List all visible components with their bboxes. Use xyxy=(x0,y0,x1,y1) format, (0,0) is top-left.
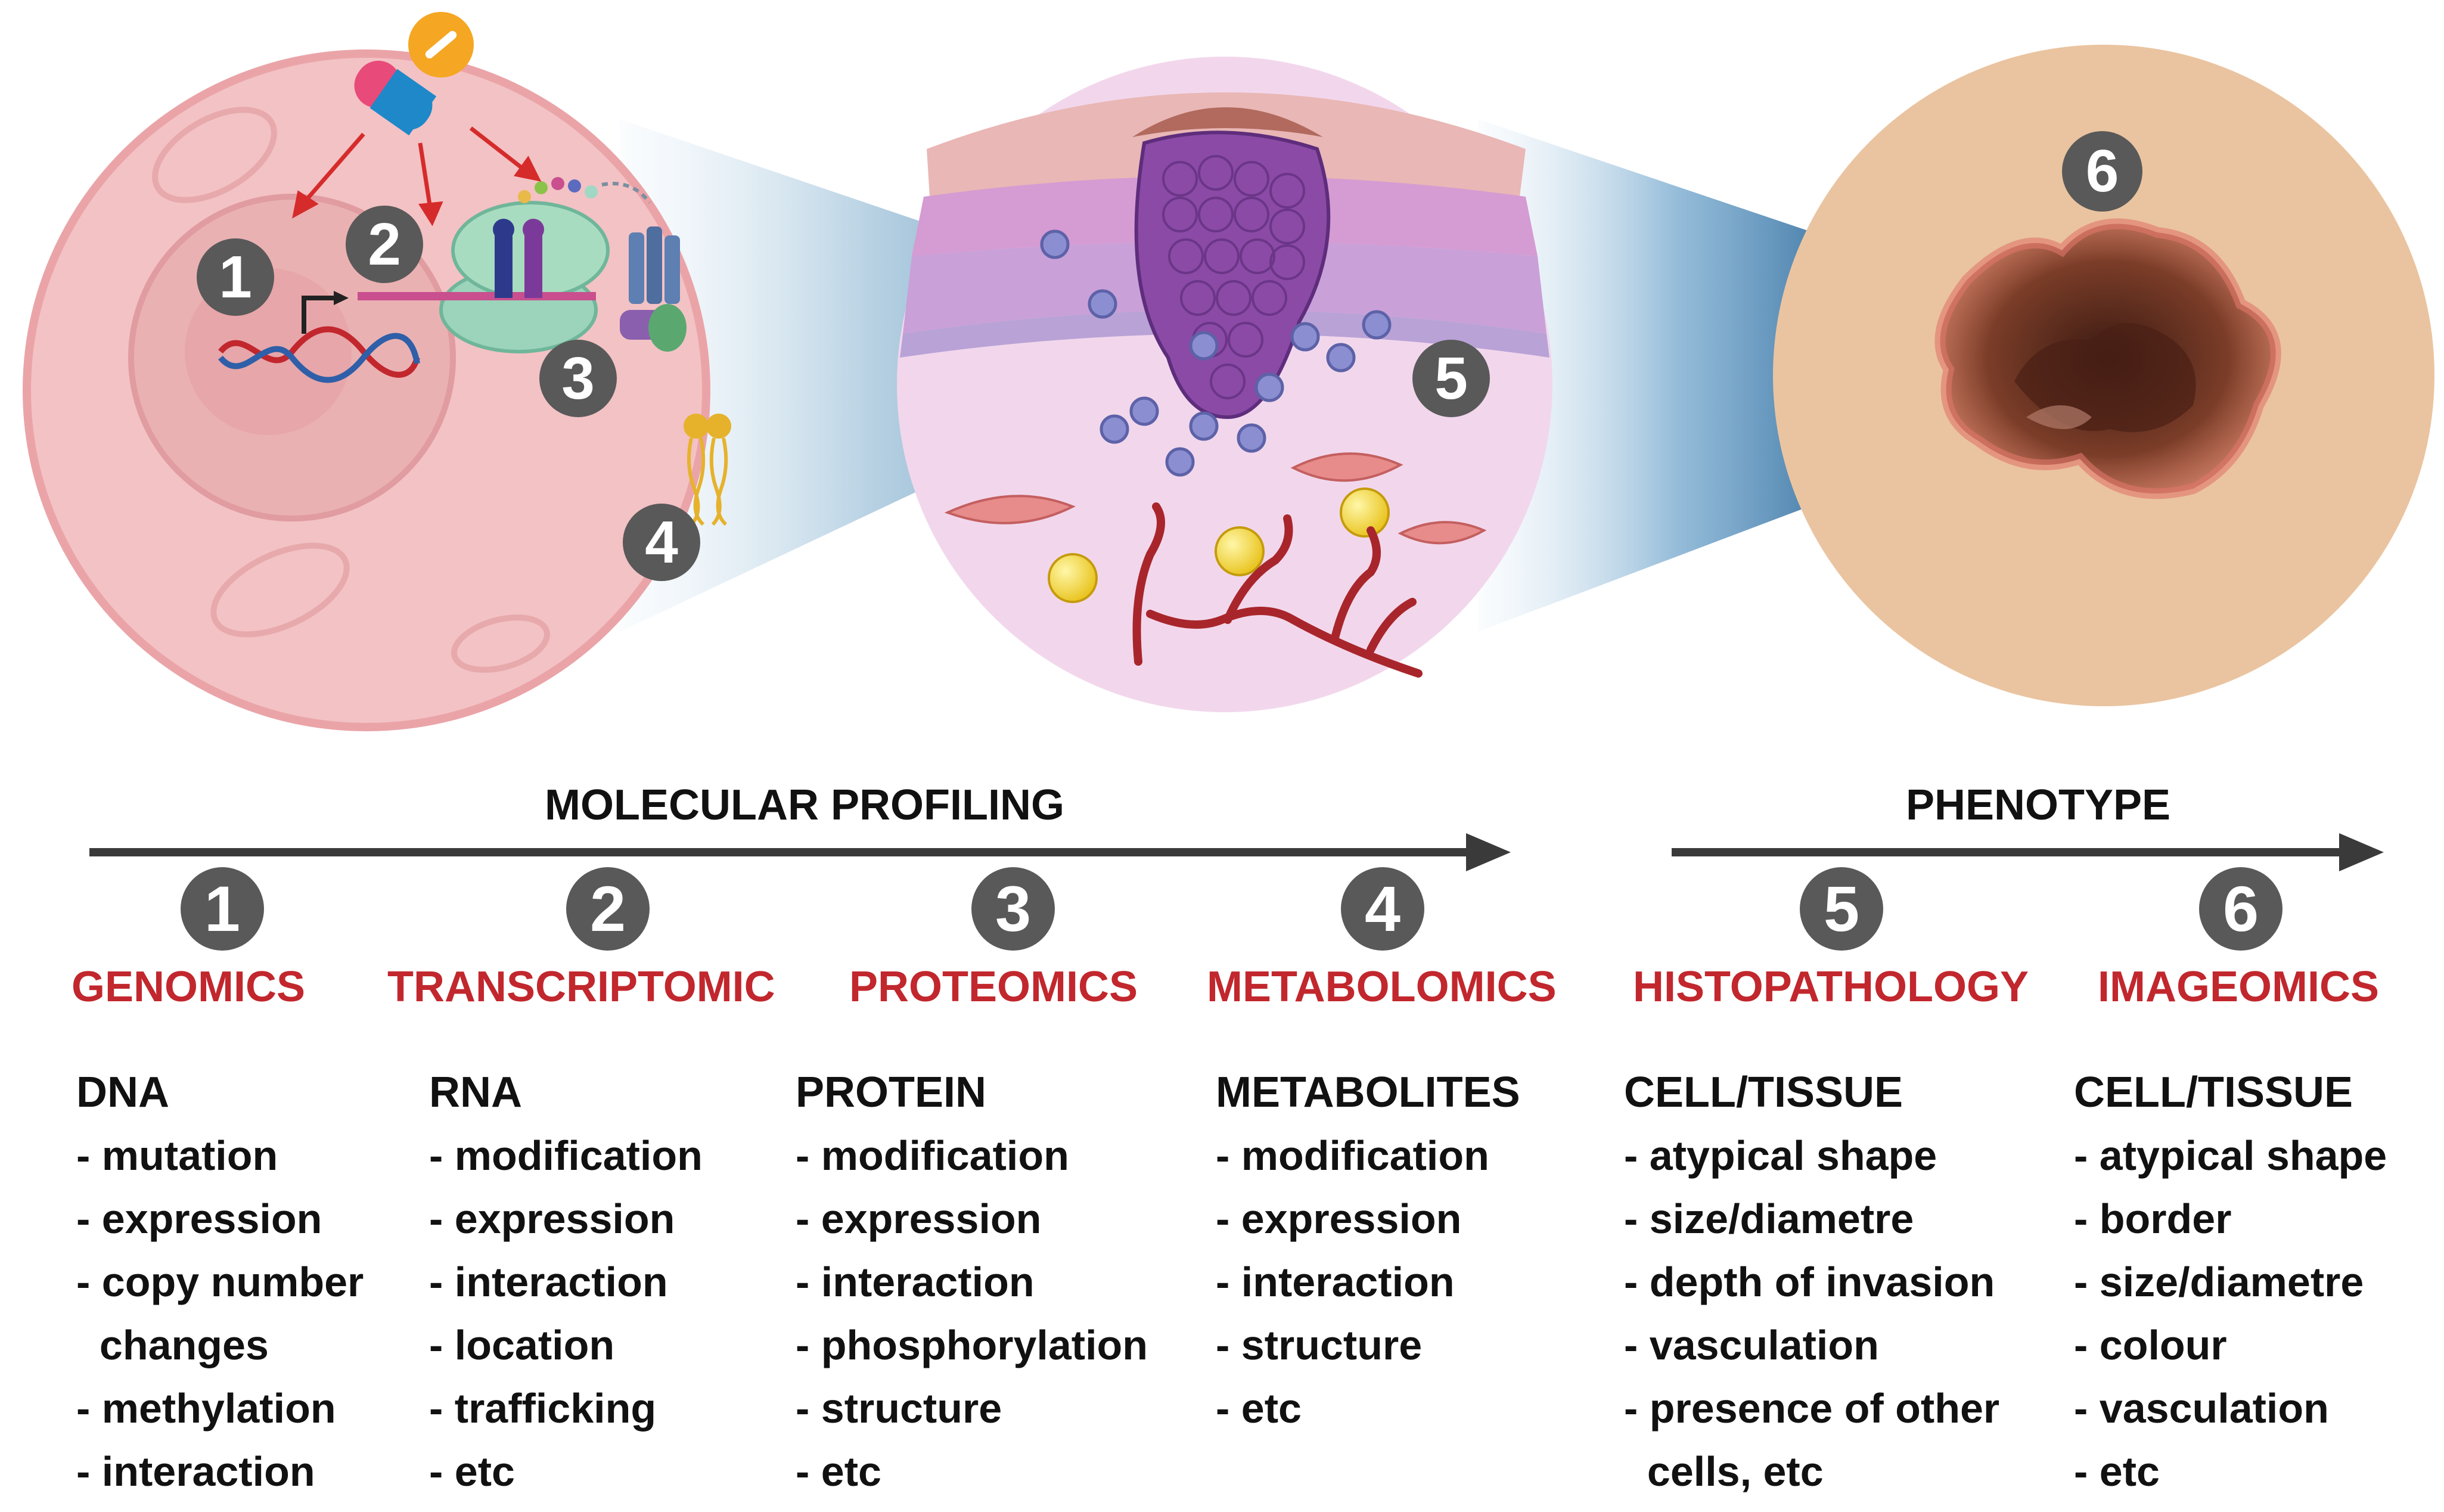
list-item: - expression xyxy=(1216,1196,1462,1242)
list-item: - phosphorylation xyxy=(796,1322,1148,1368)
category-genomics: GENOMICS xyxy=(72,963,306,1011)
list-item: - modification xyxy=(429,1132,703,1179)
list-item: - size/diametre xyxy=(1624,1196,1914,1242)
column-heading: CELL/TISSUE xyxy=(1624,1069,1903,1116)
peptide-chain xyxy=(518,177,651,204)
illustration-panel xyxy=(23,12,2434,731)
list-item: - mutation xyxy=(76,1132,278,1179)
drug-capsule-icon xyxy=(354,12,474,136)
illustration-badge-2: 2 xyxy=(346,206,423,283)
list-item: - interaction xyxy=(796,1259,1035,1305)
immune-cells xyxy=(1040,229,1392,477)
fibroblasts xyxy=(944,452,1487,545)
column-histopathology: CELL/TISSUE - atypical shape - size/diam… xyxy=(1624,1061,1999,1503)
list-item: - modification xyxy=(1216,1132,1489,1179)
list-item: - structure xyxy=(796,1385,1002,1432)
list-item: - atypical shape xyxy=(2074,1132,2387,1179)
adipocytes xyxy=(1048,488,1390,603)
list-item: - depth of invasion xyxy=(1624,1259,1995,1305)
column-badge-1: 1 xyxy=(181,867,264,951)
list-item: - etc xyxy=(2074,1448,2160,1495)
list-item: - etc xyxy=(796,1448,881,1495)
illustration-badge-3: 3 xyxy=(539,340,617,417)
column-heading: DNA xyxy=(76,1069,169,1116)
list-item: - expression xyxy=(76,1196,322,1242)
list-item: - size/diametre xyxy=(2074,1259,2364,1305)
column-heading: METABOLITES xyxy=(1216,1069,1520,1116)
column-proteomics: PROTEIN - modification - expression - in… xyxy=(796,1061,1148,1503)
skin-lesion-illustration xyxy=(1773,45,2434,706)
category-imageomics: IMAGEOMICS xyxy=(2098,963,2380,1011)
illustration-badge-4: 4 xyxy=(623,504,700,581)
list-item: - interaction xyxy=(1216,1259,1455,1305)
column-heading: PROTEIN xyxy=(796,1069,987,1116)
list-item: - vasculation xyxy=(1624,1322,1879,1368)
category-transcriptomic: TRANSCRIPTOMIC xyxy=(387,963,775,1011)
ribosome-icon xyxy=(358,201,610,353)
band-title-phenotype: PHENOTYPE xyxy=(1905,781,2171,829)
category-metabolomics: METABOLOMICS xyxy=(1207,963,1557,1011)
list-item: - atypical shape xyxy=(1624,1132,1937,1179)
list-item: - structure xyxy=(1216,1322,1423,1368)
list-item: - modification xyxy=(796,1132,1069,1179)
list-item: changes xyxy=(76,1322,269,1368)
column-metabolomics: METABOLITES - modification - expression … xyxy=(1216,1061,1520,1440)
column-genomics: DNA - mutation - expression - copy numbe… xyxy=(76,1061,364,1503)
lipid-icon xyxy=(684,414,731,526)
category-histopathology: HISTOPATHOLOGY xyxy=(1633,963,2029,1011)
illustration-badge-1: 1 xyxy=(197,238,274,316)
column-badge-6: 6 xyxy=(2199,867,2282,951)
illustration-badge-6: 6 xyxy=(2062,131,2142,212)
column-badge-4: 4 xyxy=(1341,867,1424,951)
list-item: - interaction xyxy=(76,1448,315,1495)
band-title-molecular-profiling: MOLECULAR PROFILING xyxy=(545,781,1064,829)
column-heading: CELL/TISSUE xyxy=(2074,1069,2353,1116)
arrowhead-icon xyxy=(1466,833,1511,871)
timeline-arrows xyxy=(89,833,2384,871)
dna-icon xyxy=(218,326,420,383)
list-item: - expression xyxy=(796,1196,1042,1242)
mitochondrion-icon xyxy=(152,107,550,673)
membrane-protein-icon xyxy=(620,226,687,352)
illustration-badge-5: 5 xyxy=(1412,340,1490,417)
column-imageomics: CELL/TISSUE - atypical shape - border - … xyxy=(2074,1061,2387,1503)
list-item: - colour xyxy=(2074,1322,2227,1368)
column-badge-3: 3 xyxy=(971,867,1055,951)
list-item: - methylation xyxy=(76,1385,336,1432)
list-item: - expression xyxy=(429,1196,675,1242)
drug-effect-arrows xyxy=(292,126,542,226)
list-item: cells, etc xyxy=(1624,1448,1824,1495)
list-item: - presence of other xyxy=(1624,1385,2000,1432)
blood-vessels xyxy=(1132,502,1423,678)
category-proteomics: PROTEOMICS xyxy=(849,963,1138,1011)
list-item: - border xyxy=(2074,1196,2232,1242)
column-badge-5: 5 xyxy=(1800,867,1883,951)
list-item: - interaction xyxy=(429,1259,668,1305)
list-item: - etc xyxy=(1216,1385,1302,1432)
list-item: - location xyxy=(429,1322,615,1368)
list-item: - vasculation xyxy=(2074,1385,2329,1432)
tissue-illustration xyxy=(897,57,1552,712)
column-transcriptomic: RNA - modification - expression - intera… xyxy=(429,1061,703,1503)
arrowhead-icon xyxy=(2339,833,2384,871)
column-badge-2: 2 xyxy=(566,867,650,951)
list-item: - copy number xyxy=(76,1259,364,1305)
list-item: - trafficking xyxy=(429,1385,657,1432)
list-item: - etc xyxy=(429,1448,515,1495)
column-heading: RNA xyxy=(429,1069,522,1116)
